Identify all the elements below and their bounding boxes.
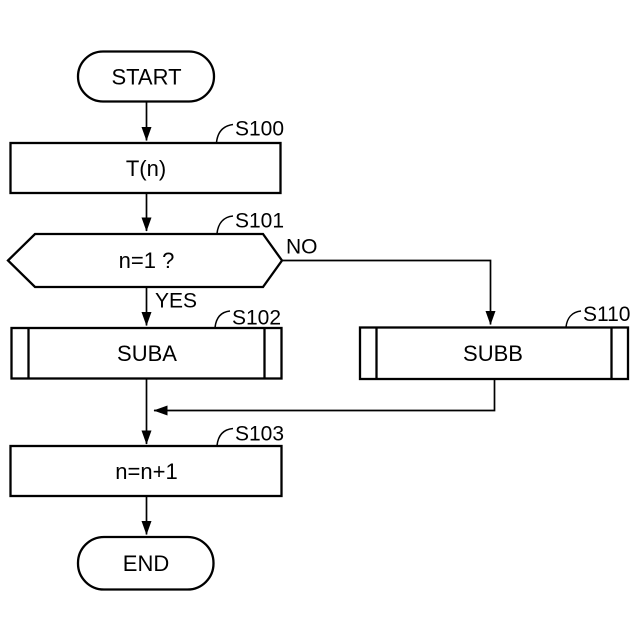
- subb-label: SUBB: [463, 341, 523, 366]
- step-label-s100: S100: [235, 118, 284, 141]
- end-label: END: [123, 551, 169, 576]
- step-label-s110: S110: [583, 303, 631, 326]
- step-label-s103: S103: [235, 423, 284, 446]
- leader-s100: [215, 123, 234, 143]
- process-increment: [9, 444, 283, 498]
- leader-s103: [216, 427, 234, 446]
- process-t-label: T(n): [126, 156, 166, 181]
- leader-s101: [216, 215, 234, 234]
- leader-s102: [214, 310, 231, 328]
- end-terminator: [76, 535, 215, 591]
- start-label: START: [111, 65, 181, 90]
- no-branch-label: NO: [286, 236, 318, 259]
- process-t: [9, 141, 282, 195]
- start-terminator: [76, 50, 216, 103]
- decision-hexagon: [6, 232, 284, 289]
- decision-label: n=1 ?: [119, 248, 175, 273]
- leader-s110: [565, 310, 582, 328]
- step-label-s101: S101: [235, 210, 284, 233]
- yes-branch-label: YES: [155, 290, 197, 313]
- subroutine-suba: [10, 326, 283, 380]
- subroutine-subb: [358, 326, 630, 381]
- edge-subb-to-merge: [153, 379, 496, 416]
- process-increment-label: n=n+1: [115, 459, 177, 484]
- suba-label: SUBA: [117, 341, 177, 366]
- step-label-s102: S102: [232, 307, 281, 330]
- edge-no-branch: [282, 259, 496, 325]
